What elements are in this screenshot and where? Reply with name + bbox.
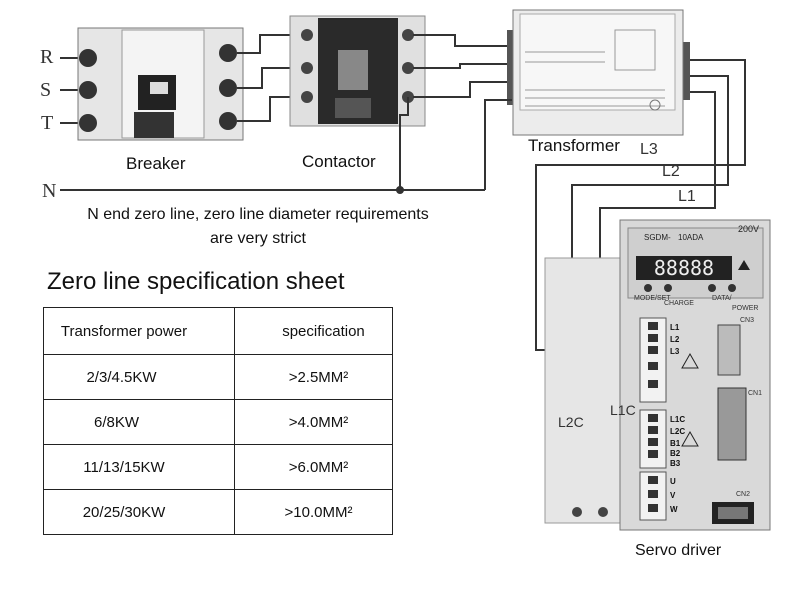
row-spec: >10.0MM²	[234, 489, 393, 535]
servo-driver: 88888 SGDM- 10ADA 200V MODE/SET CHARGE D…	[544, 219, 771, 531]
breaker	[77, 27, 244, 141]
phase-input-lines	[60, 57, 80, 124]
spec-table: Transformer power specification 2/3/4.5K…	[43, 307, 393, 535]
neutral-note: N end zero line, zero line diameter requ…	[48, 203, 468, 251]
transformer-caption: Transformer	[528, 136, 620, 155]
neutral-note-line1: N end zero line, zero line diameter requ…	[87, 206, 429, 223]
terminal-l3: L3	[670, 347, 680, 356]
row-power: 2/3/4.5KW	[43, 354, 235, 400]
servo-rating: 10ADA	[678, 233, 704, 242]
spec-sheet-title: Zero line specification sheet	[47, 268, 345, 295]
connector-cn2-label: CN2	[736, 491, 750, 498]
servo-display: 88888	[654, 256, 714, 280]
terminal-b3: B3	[670, 459, 681, 468]
servo-driver-caption: Servo driver	[635, 542, 722, 559]
line-l1-label: L1	[678, 188, 696, 205]
servo-data-label: DATA/	[712, 295, 732, 302]
row-power: 20/25/30KW	[43, 489, 235, 535]
spec-table-header: Transformer power specification	[43, 307, 393, 355]
servo-model: SGDM-	[644, 233, 671, 242]
terminal-l1: L1	[670, 323, 680, 332]
breaker-caption: Breaker	[126, 154, 186, 173]
servo-mode-label: MODE/SET	[634, 295, 671, 302]
terminal-l2: L2	[670, 335, 680, 344]
contactor-caption: Contactor	[302, 152, 376, 171]
table-row: 2/3/4.5KW >2.5MM²	[43, 354, 393, 400]
line-l3-label: L3	[640, 141, 658, 158]
line-l2-label: L2	[662, 163, 680, 180]
terminal-u: U	[670, 477, 676, 486]
breaker-contactor-wires	[237, 34, 305, 122]
servo-power-label: POWER	[732, 305, 758, 312]
terminal-w: W	[670, 505, 678, 514]
phase-s-label: S	[40, 79, 52, 101]
neutral-line	[60, 97, 512, 194]
terminal-b2: B2	[670, 449, 681, 458]
line-l2c-label: L2C	[558, 414, 584, 430]
row-power: 6/8KW	[43, 399, 235, 445]
connector-cn1-label: CN1	[748, 390, 762, 397]
phase-r-label: R	[40, 46, 54, 68]
contactor	[289, 15, 426, 127]
phase-n-label: N	[42, 180, 57, 202]
table-row: 6/8KW >4.0MM²	[43, 399, 393, 445]
terminal-l2c: L2C	[670, 427, 685, 436]
connector-cn3-label: CN3	[740, 317, 754, 324]
terminal-b1: B1	[670, 439, 681, 448]
row-spec: >6.0MM²	[234, 444, 393, 490]
table-row: 20/25/30KW >10.0MM²	[43, 489, 393, 535]
servo-voltage: 200V	[738, 224, 759, 234]
servo-charge-label: CHARGE	[664, 300, 694, 307]
neutral-note-line2: are very strict	[209, 230, 306, 247]
transformer	[507, 9, 690, 136]
phase-t-label: T	[41, 112, 54, 134]
header-transformer-power: Transformer power	[43, 307, 235, 355]
row-spec: >2.5MM²	[234, 354, 393, 400]
header-specification: specification	[234, 307, 393, 355]
contactor-transformer-wires	[413, 34, 512, 98]
row-spec: >4.0MM²	[234, 399, 393, 445]
terminal-v: V	[670, 491, 676, 500]
line-l1c-label: L1C	[610, 402, 636, 418]
row-power: 11/13/15KW	[43, 444, 235, 490]
table-row: 11/13/15KW >6.0MM²	[43, 444, 393, 490]
terminal-l1c: L1C	[670, 415, 685, 424]
